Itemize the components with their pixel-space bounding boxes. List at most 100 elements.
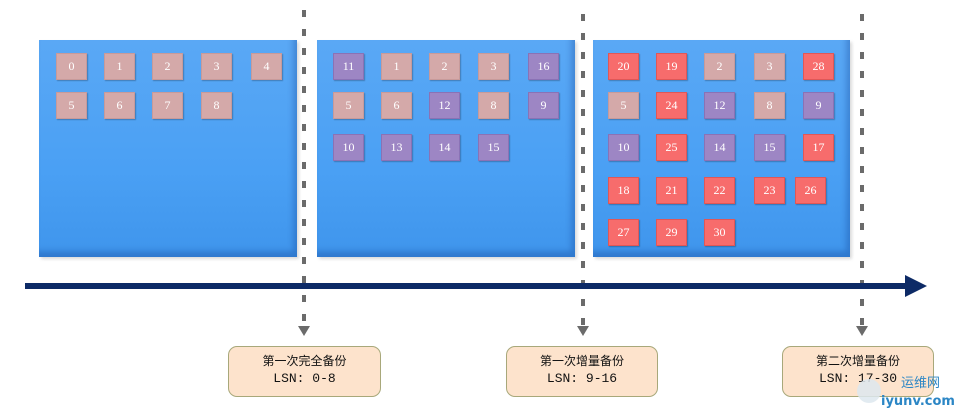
data-page-block: 29 bbox=[656, 219, 687, 246]
incremental-backup-1-title: 第一次增量备份 bbox=[539, 354, 624, 368]
dash-segment bbox=[860, 166, 864, 173]
dash-segment bbox=[302, 29, 306, 36]
dash-segment bbox=[302, 143, 306, 150]
data-page-block: 3 bbox=[201, 53, 232, 80]
incremental-backup-2-lsn: LSN: 17-30 bbox=[818, 371, 897, 386]
dash-segment bbox=[302, 86, 306, 93]
data-page-block: 2 bbox=[704, 53, 735, 80]
separator-line-3 bbox=[860, 14, 864, 330]
down-arrow-icon bbox=[298, 326, 310, 336]
data-page-block: 6 bbox=[381, 92, 412, 119]
dash-segment bbox=[581, 71, 585, 78]
data-page-block: 8 bbox=[754, 92, 785, 119]
dash-segment bbox=[302, 124, 306, 131]
data-page-block: 28 bbox=[803, 53, 834, 80]
data-page-block: 22 bbox=[704, 177, 735, 204]
data-page-block: 14 bbox=[429, 134, 460, 161]
data-page-block: 24 bbox=[656, 92, 687, 119]
full-backup-label: 第一次完全备份 LSN: 0-8 bbox=[228, 346, 381, 397]
dash-segment bbox=[860, 185, 864, 192]
dash-segment bbox=[581, 318, 585, 325]
dash-segment bbox=[302, 219, 306, 226]
data-page-block: 15 bbox=[478, 134, 509, 161]
dash-segment bbox=[302, 162, 306, 169]
data-page-block: 13 bbox=[381, 134, 412, 161]
dash-segment bbox=[581, 52, 585, 59]
incremental-backup-1-label: 第一次增量备份 LSN: 9-16 bbox=[506, 346, 658, 397]
data-page-block: 15 bbox=[754, 134, 785, 161]
data-page-block: 3 bbox=[478, 53, 509, 80]
full-backup-title: 第一次完全备份 bbox=[262, 354, 347, 368]
dash-segment bbox=[860, 147, 864, 154]
data-page-block: 21 bbox=[656, 177, 687, 204]
dash-segment bbox=[581, 147, 585, 154]
data-page-block: 14 bbox=[704, 134, 735, 161]
data-page-block: 20 bbox=[608, 53, 639, 80]
data-page-block: 9 bbox=[803, 92, 834, 119]
dash-segment bbox=[302, 200, 306, 207]
data-page-block: 6 bbox=[104, 92, 135, 119]
dash-segment bbox=[581, 204, 585, 211]
dash-segment bbox=[302, 48, 306, 55]
dash-segment bbox=[860, 223, 864, 230]
data-page-block: 30 bbox=[704, 219, 735, 246]
data-page-block: 4 bbox=[251, 53, 282, 80]
dash-segment bbox=[860, 14, 864, 21]
data-page-block: 2 bbox=[152, 53, 183, 80]
data-page-block: 16 bbox=[528, 53, 559, 80]
data-page-block: 18 bbox=[608, 177, 639, 204]
timeline-arrow bbox=[25, 283, 911, 289]
watermark-cn: 运维网 bbox=[901, 376, 940, 391]
dash-segment bbox=[860, 33, 864, 40]
data-page-block: 8 bbox=[478, 92, 509, 119]
dash-segment bbox=[581, 109, 585, 116]
dash-segment bbox=[581, 242, 585, 249]
dash-segment bbox=[302, 238, 306, 245]
dash-segment bbox=[302, 257, 306, 264]
timeline-arrow-head-icon bbox=[905, 275, 927, 297]
dash-segment bbox=[860, 52, 864, 59]
dash-segment bbox=[581, 185, 585, 192]
data-page-block: 5 bbox=[608, 92, 639, 119]
incremental-backup-1-lsn: LSN: 9-16 bbox=[546, 371, 618, 386]
data-page-block: 5 bbox=[333, 92, 364, 119]
data-page-block: 12 bbox=[429, 92, 460, 119]
watermark-en: iyunv.com bbox=[881, 394, 955, 409]
dash-segment bbox=[860, 109, 864, 116]
dash-segment bbox=[302, 105, 306, 112]
down-arrow-icon bbox=[577, 326, 589, 336]
dash-segment bbox=[581, 128, 585, 135]
data-page-block: 0 bbox=[56, 53, 87, 80]
dash-segment bbox=[860, 299, 864, 306]
data-page-block: 19 bbox=[656, 53, 687, 80]
dash-segment bbox=[581, 299, 585, 306]
dash-segment bbox=[302, 276, 306, 283]
incremental-backup-2-title: 第二次增量备份 bbox=[815, 354, 900, 368]
dash-segment bbox=[860, 242, 864, 249]
data-page-block: 12 bbox=[704, 92, 735, 119]
incremental-backup-2-label: 第二次增量备份 LSN: 17-30 bbox=[782, 346, 934, 397]
data-page-block: 26 bbox=[795, 177, 826, 204]
data-page-block: 2 bbox=[429, 53, 460, 80]
data-page-block: 10 bbox=[608, 134, 639, 161]
data-page-block: 25 bbox=[656, 134, 687, 161]
dash-segment bbox=[581, 14, 585, 21]
data-page-block: 23 bbox=[754, 177, 785, 204]
dash-segment bbox=[302, 10, 306, 17]
data-page-block: 27 bbox=[608, 219, 639, 246]
dash-segment bbox=[860, 204, 864, 211]
data-page-block: 1 bbox=[104, 53, 135, 80]
dash-segment bbox=[860, 71, 864, 78]
dash-segment bbox=[860, 318, 864, 325]
dash-segment bbox=[581, 261, 585, 268]
data-page-block: 5 bbox=[56, 92, 87, 119]
dash-segment bbox=[860, 90, 864, 97]
data-page-block: 1 bbox=[381, 53, 412, 80]
dash-segment bbox=[581, 223, 585, 230]
data-page-block: 7 bbox=[152, 92, 183, 119]
dash-segment bbox=[860, 261, 864, 268]
dash-segment bbox=[302, 295, 306, 302]
watermark-logo: 运维网 iyunv.com bbox=[857, 376, 955, 409]
full-backup-lsn: LSN: 0-8 bbox=[273, 371, 336, 386]
down-arrow-icon bbox=[856, 326, 868, 336]
